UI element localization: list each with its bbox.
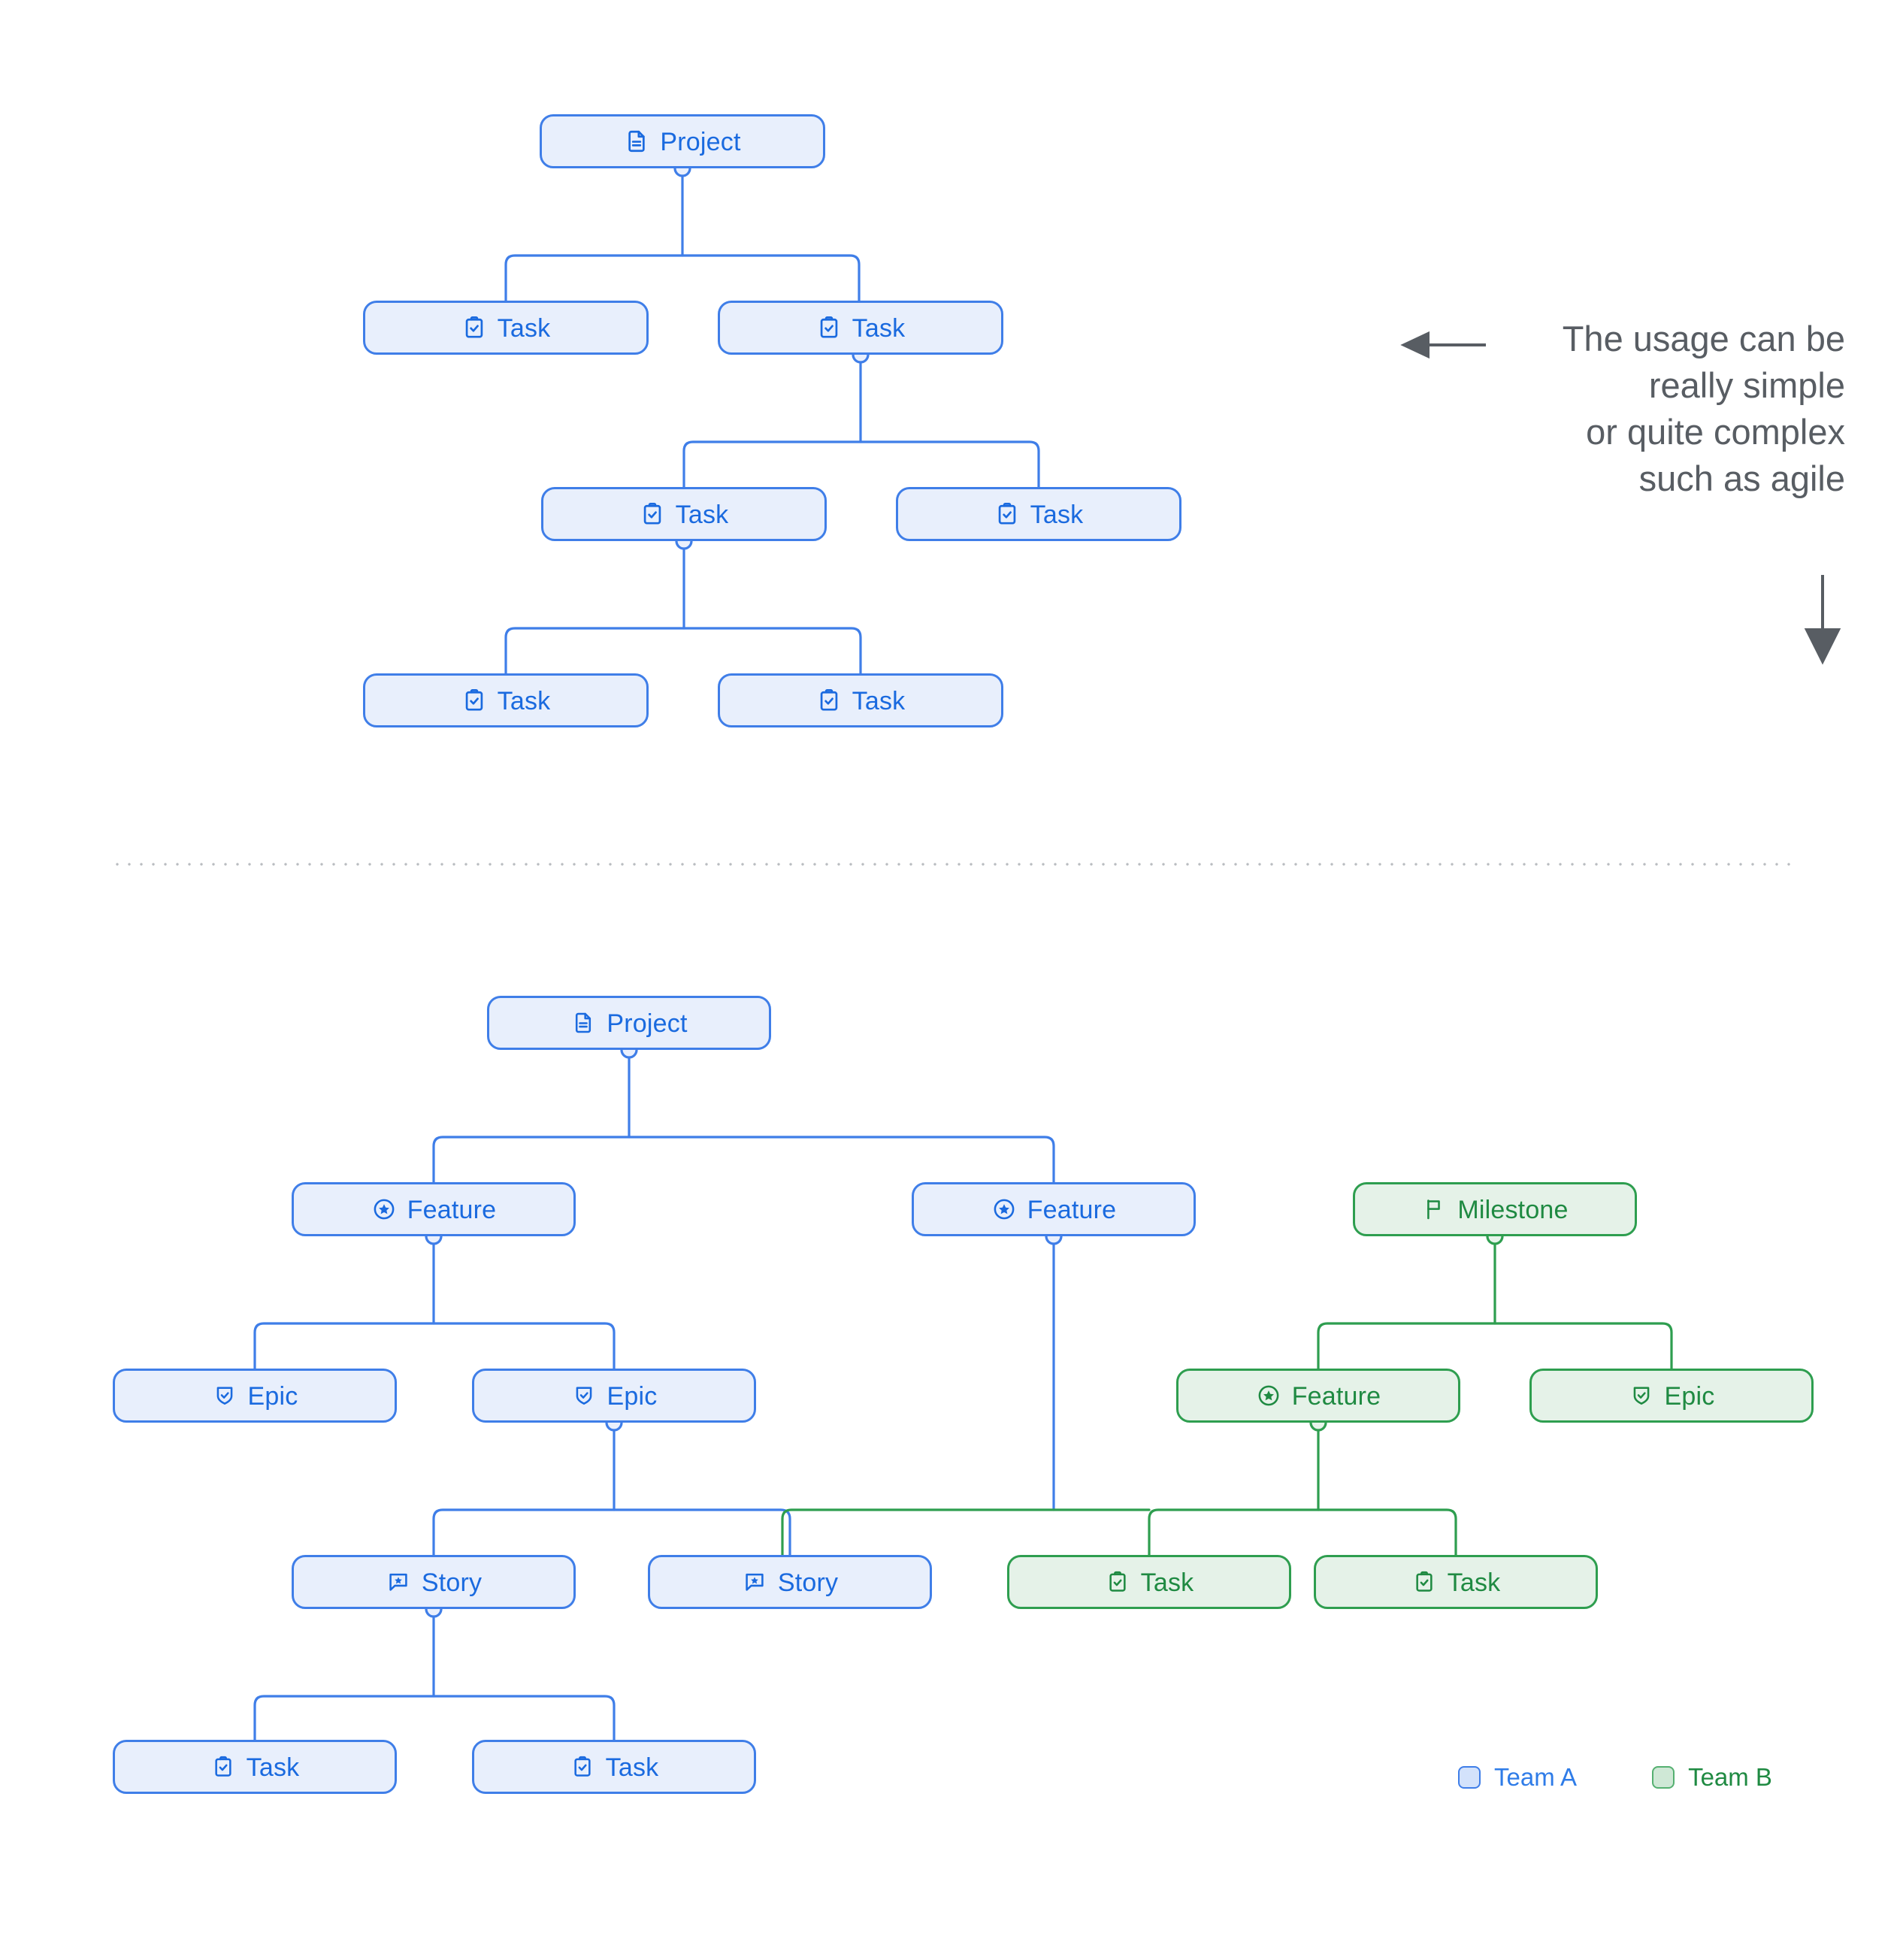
- arrow-left-icon: [1400, 331, 1430, 359]
- legend-item-team-b[interactable]: Team B: [1652, 1765, 1772, 1789]
- annotation-line-2: really simple: [1648, 365, 1845, 406]
- clipboard-check-icon: [1411, 1569, 1437, 1595]
- node-task[interactable]: Task: [1007, 1555, 1291, 1609]
- clipboard-check-icon: [640, 501, 665, 527]
- node-label: Project: [607, 1009, 688, 1038]
- document-icon: [570, 1010, 596, 1036]
- node-label: Task: [497, 314, 551, 343]
- node-label: Story: [421, 1568, 483, 1597]
- node-epic[interactable]: Epic: [472, 1369, 756, 1423]
- annotation-line-4: such as agile: [1638, 458, 1845, 499]
- node-label: Epic: [1664, 1382, 1715, 1411]
- node-label: Milestone: [1457, 1196, 1569, 1224]
- clipboard-check-icon: [461, 315, 487, 340]
- node-task[interactable]: Task: [718, 301, 1003, 355]
- clipboard-check-icon: [816, 688, 842, 713]
- shield-check-icon: [571, 1383, 597, 1408]
- node-label: Epic: [607, 1382, 658, 1411]
- node-label: Task: [675, 501, 729, 529]
- arrow-down-icon: [1804, 628, 1841, 665]
- section-divider: [111, 863, 1795, 866]
- clipboard-check-icon: [570, 1754, 595, 1780]
- node-task[interactable]: Task: [363, 301, 649, 355]
- shield-check-icon: [212, 1383, 237, 1408]
- node-project[interactable]: Project: [540, 114, 825, 168]
- flag-icon: [1421, 1196, 1447, 1222]
- node-label: Task: [852, 314, 906, 343]
- node-task[interactable]: Task: [896, 487, 1181, 541]
- star-circle-icon: [991, 1196, 1017, 1222]
- node-label: Task: [246, 1753, 300, 1782]
- clipboard-check-icon: [816, 315, 842, 340]
- legend: Team A Team B: [1458, 1765, 1772, 1789]
- node-story[interactable]: Story: [292, 1555, 576, 1609]
- node-label: Epic: [247, 1382, 298, 1411]
- annotation-line-3: or quite complex: [1586, 412, 1845, 452]
- node-label: Feature: [1291, 1382, 1381, 1411]
- node-task[interactable]: Task: [718, 673, 1003, 727]
- node-label: Task: [1447, 1568, 1501, 1597]
- star-circle-icon: [371, 1196, 397, 1222]
- node-task[interactable]: Task: [363, 673, 649, 727]
- node-task[interactable]: Task: [113, 1740, 397, 1794]
- node-story[interactable]: Story: [648, 1555, 932, 1609]
- clipboard-check-icon: [461, 688, 487, 713]
- legend-item-team-a[interactable]: Team A: [1458, 1765, 1577, 1789]
- node-task[interactable]: Task: [472, 1740, 756, 1794]
- node-label: Task: [852, 687, 906, 715]
- node-label: Task: [605, 1753, 659, 1782]
- legend-label: Team B: [1688, 1763, 1772, 1791]
- node-task[interactable]: Task: [541, 487, 827, 541]
- annotation-line-1: The usage can be: [1562, 319, 1845, 358]
- clipboard-check-icon: [210, 1754, 236, 1780]
- annotation-text: The usage can be really simple or quite …: [1499, 316, 1845, 502]
- document-icon: [624, 129, 649, 154]
- node-label: Task: [497, 687, 551, 715]
- node-label: Story: [777, 1568, 839, 1597]
- node-label: Task: [1030, 501, 1084, 529]
- chat-star-icon: [386, 1569, 411, 1595]
- clipboard-check-icon: [994, 501, 1020, 527]
- node-label: Feature: [407, 1196, 497, 1224]
- node-epic[interactable]: Epic: [113, 1369, 397, 1423]
- node-feature[interactable]: Feature: [912, 1182, 1196, 1236]
- node-epic[interactable]: Epic: [1529, 1369, 1814, 1423]
- node-feature[interactable]: Feature: [292, 1182, 576, 1236]
- node-project[interactable]: Project: [487, 996, 771, 1050]
- shield-check-icon: [1629, 1383, 1654, 1408]
- legend-label: Team A: [1494, 1763, 1578, 1791]
- team-b-swatch: [1652, 1765, 1675, 1789]
- chat-star-icon: [742, 1569, 767, 1595]
- star-circle-icon: [1256, 1383, 1281, 1408]
- node-task[interactable]: Task: [1314, 1555, 1598, 1609]
- team-a-swatch: [1458, 1765, 1481, 1789]
- node-label: Task: [1140, 1568, 1194, 1597]
- clipboard-check-icon: [1105, 1569, 1130, 1595]
- node-label: Project: [660, 128, 741, 156]
- node-milestone[interactable]: Milestone: [1353, 1182, 1637, 1236]
- node-label: Feature: [1027, 1196, 1117, 1224]
- node-feature[interactable]: Feature: [1176, 1369, 1460, 1423]
